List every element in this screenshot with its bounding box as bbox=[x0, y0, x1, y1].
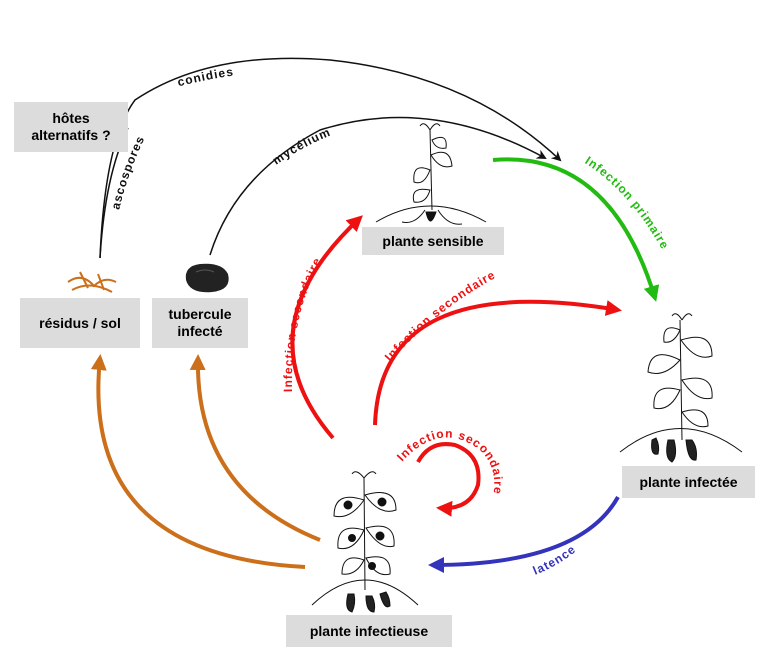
plante-infectieuse-icon bbox=[311, 471, 419, 613]
label-infection-secondaire-loop: Infection secondaire bbox=[394, 426, 505, 495]
arrow-latence bbox=[428, 496, 620, 573]
arrow-infection-secondaire-loop bbox=[416, 442, 481, 517]
arrow-infection-secondaire-middle bbox=[373, 299, 622, 426]
node-residus-sol: résidus / sol bbox=[20, 298, 140, 348]
label-infection-secondaire-middle: Infection secondaire bbox=[382, 267, 498, 364]
label-infection-primaire: Infection primaire bbox=[583, 153, 672, 251]
node-tubercule-infecte: tubercule infecté bbox=[152, 298, 248, 348]
node-plante-infectee: plante infectée bbox=[622, 466, 755, 498]
plante-sensible-icon bbox=[375, 123, 487, 225]
residus-icon bbox=[67, 271, 117, 293]
label-infection-secondaire-left: Infection secondaire bbox=[281, 255, 324, 392]
plante-infectee-icon bbox=[619, 313, 743, 463]
node-plante-sensible: plante sensible bbox=[362, 227, 504, 255]
node-hotes-alternatifs: hôtes alternatifs ? bbox=[14, 102, 128, 152]
node-plante-infectieuse: plante infectieuse bbox=[286, 615, 452, 647]
arrow-mycelium bbox=[209, 116, 547, 256]
arrow-to-tubercule bbox=[189, 354, 321, 542]
label-mycelium: mycélium bbox=[270, 125, 333, 168]
arrow-to-residus bbox=[90, 354, 306, 569]
tubercule-icon bbox=[185, 263, 229, 293]
arrow-infection-secondaire-left bbox=[290, 215, 363, 440]
arrow-infection-primaire bbox=[492, 157, 660, 302]
